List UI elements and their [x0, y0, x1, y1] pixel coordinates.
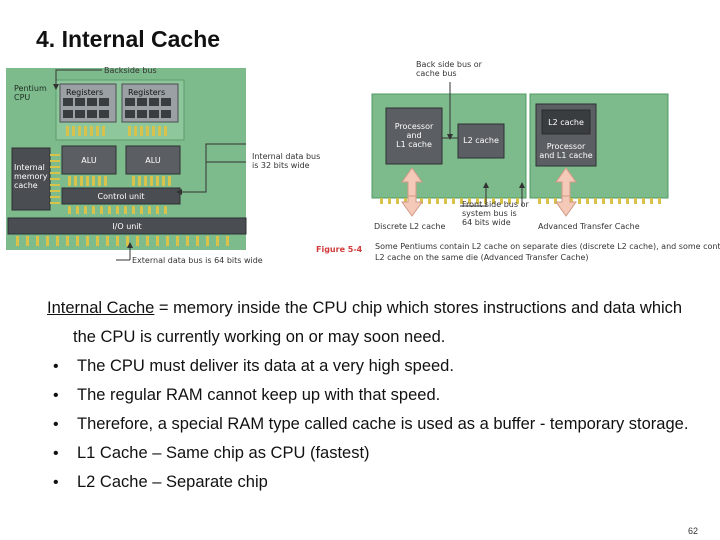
bullet-item: • L2 Cache – Separate chip [47, 468, 707, 497]
bullet-dot: • [53, 474, 59, 491]
figure-caption: Some Pentiums contain L2 cache on separa… [375, 241, 720, 263]
internal-memory-cache-chip [11, 147, 51, 211]
alu-label-2: ALU [145, 156, 161, 165]
registers-label-2: Registers [128, 88, 166, 97]
bullet-item: • The regular RAM cannot keep up with tha… [47, 381, 707, 410]
bullet-text: L2 Cache – Separate chip [77, 473, 268, 491]
l2-cache-chip-discrete [457, 123, 505, 159]
figure-number: Figure 5-4 [316, 245, 363, 254]
external-data-bus-label: External data bus is 64 bits wide [132, 256, 263, 265]
processor-l1-label: Processor and L1 cache [394, 122, 434, 149]
bullet-list: • The CPU must deliver its data at a very… [47, 352, 707, 497]
bullet-dot: • [53, 387, 59, 404]
l2-cache-diagram [371, 82, 669, 217]
page-number: 62 [687, 526, 698, 536]
processor-l1-chip [385, 107, 443, 165]
pentium-cpu-label: Pentium CPU [14, 84, 47, 102]
l2-cache-chip-atc [541, 109, 591, 135]
figure-caption-line-1: Some Pentiums contain L2 cache on separa… [375, 242, 720, 251]
cpu-architecture-figure: Backside bus Pentium CPU Registers Regis… [6, 62, 322, 268]
alu-2 [125, 145, 181, 175]
bullet-dot: • [53, 416, 59, 433]
slide-body: Internal Cache = memory inside the CPU c… [47, 294, 707, 497]
bullet-item: • L1 Cache – Same chip as CPU (fastest) [47, 439, 707, 468]
alu-1 [61, 145, 117, 175]
definition-paragraph: Internal Cache = memory inside the CPU c… [47, 294, 707, 352]
l2-cache-atc-label: L2 cache [548, 118, 584, 127]
l2-cache-discrete-label: L2 cache [463, 136, 499, 145]
bullet-item: • Therefore, a special RAM type called ca… [47, 410, 707, 439]
alu-label-1: ALU [81, 156, 97, 165]
cpu-architecture-diagram [6, 68, 247, 261]
internal-memory-cache-label: Internal memory cache [14, 163, 48, 190]
control-unit-label: Control unit [97, 192, 145, 201]
bullet-text: Therefore, a special RAM type called cac… [77, 415, 689, 433]
back-side-bus-label: Back side bus or cache bus [416, 60, 482, 78]
figure-caption-line-2: L2 cache on the same die (Advanced Trans… [375, 253, 589, 262]
l2-cache-figure: Back side bus or cache bus Processor and… [366, 58, 720, 270]
bullet-text: L1 Cache – Same chip as CPU (fastest) [77, 444, 370, 462]
io-unit [7, 217, 247, 235]
io-unit-label: I/O unit [112, 222, 142, 231]
bullet-item: • The CPU must deliver its data at a very… [47, 352, 707, 381]
control-unit [61, 187, 181, 205]
bullet-text: The CPU must deliver its data at a very … [77, 357, 454, 375]
definition-text: = memory inside the CPU chip which store… [73, 299, 683, 346]
slide-title: 4. Internal Cache [36, 26, 221, 52]
bullet-dot: • [53, 445, 59, 462]
backside-bus-label: Backside bus [104, 66, 157, 75]
discrete-l2-cache-label: Discrete L2 cache [374, 222, 446, 231]
internal-data-bus-label: Internal data bus is 32 bits wide [252, 152, 321, 170]
front-side-bus-label: Front side bus or system bus is 64 bits … [462, 200, 529, 227]
bullet-text: The regular RAM cannot keep up with that… [77, 386, 441, 404]
processor-and-l1-label: Processor and L1 cache [539, 142, 593, 160]
defined-term: Internal Cache [47, 299, 155, 317]
registers-label-1: Registers [66, 88, 104, 97]
advanced-transfer-cache-label: Advanced Transfer Cache [538, 222, 640, 231]
bullet-dot: • [53, 358, 59, 375]
